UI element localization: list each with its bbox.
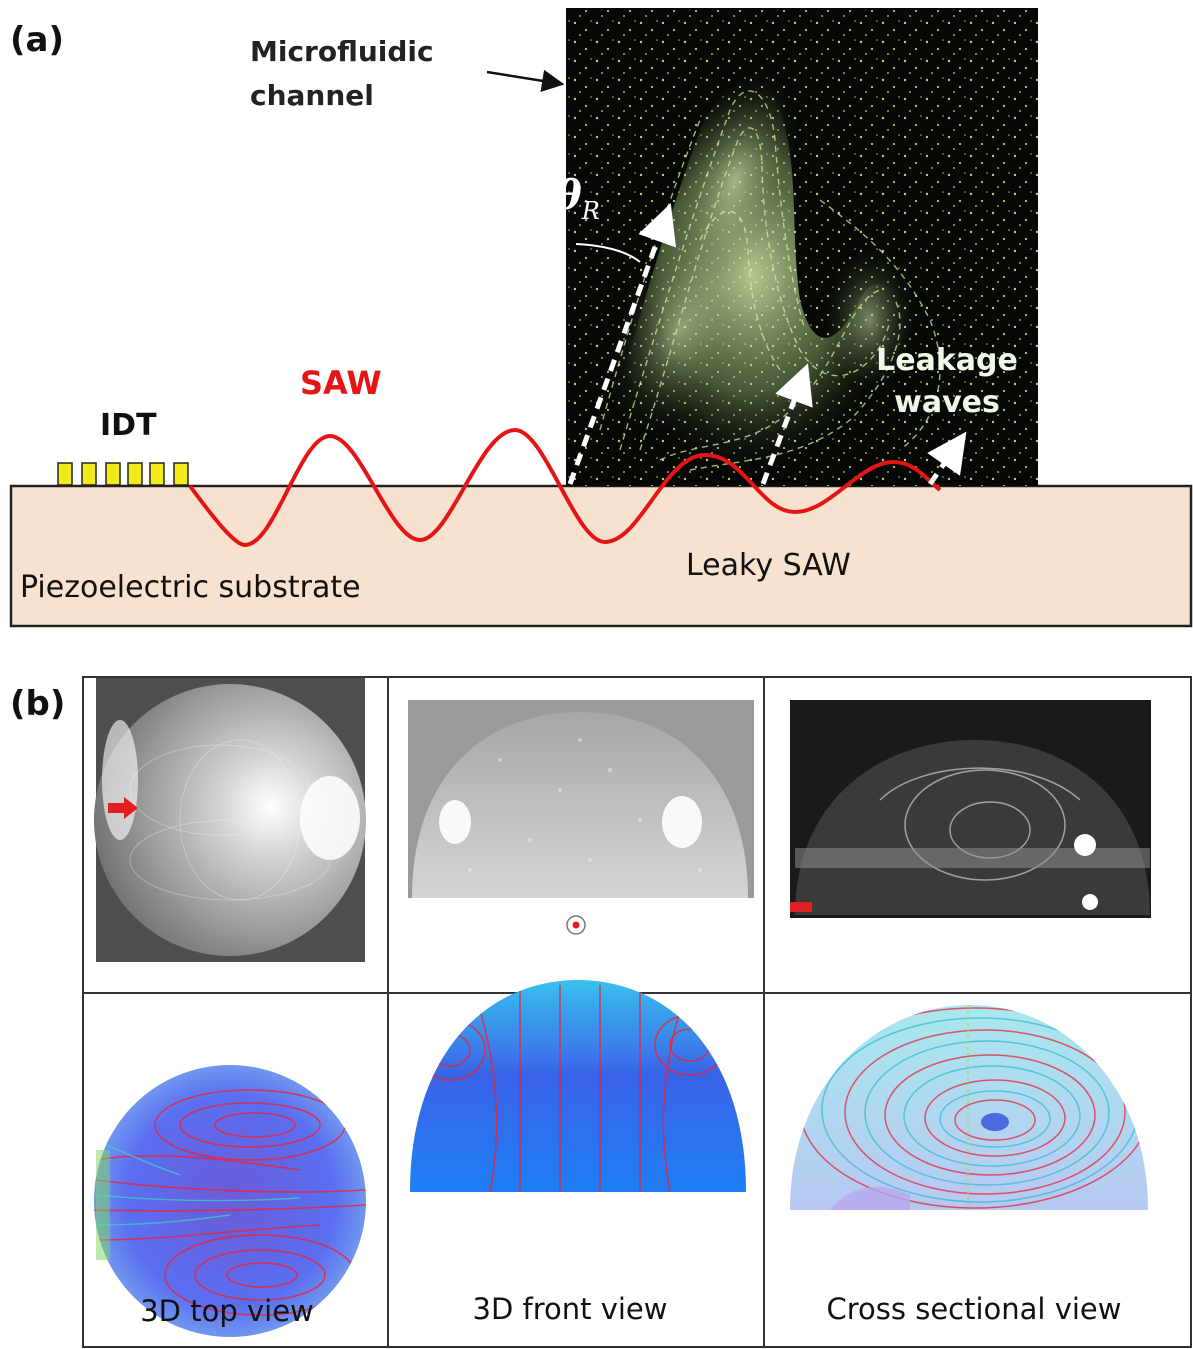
substrate-label: Piezoelectric substrate [20, 570, 361, 605]
idt-electrodes [57, 462, 189, 486]
theta-subscript: R [581, 197, 600, 225]
leakage-line1: Leakage [876, 343, 1018, 378]
saw-wave [188, 427, 942, 548]
red-arrow-icon [108, 797, 138, 819]
caption-cross-sectional-view: Cross sectional view [826, 1292, 1122, 1326]
theta-r-label: θR [555, 172, 600, 225]
leakage-line2: waves [894, 385, 1000, 420]
microfluidic-label-line2: channel [250, 79, 374, 112]
idt-label: IDT [100, 408, 157, 443]
theta-symbol: θ [555, 172, 582, 219]
saw-label: SAW [300, 364, 382, 402]
experiment-front-view-image [408, 700, 754, 935]
leaky-saw-label: Leaky SAW [686, 548, 851, 583]
leakage-wave-arrows [567, 203, 967, 486]
simulation-cross-sectional-view [790, 1005, 1148, 1210]
microfluidic-label-line1: Microfluidic [250, 35, 434, 68]
leakage-waves-label: Leakage waves [872, 340, 1022, 424]
experiment-top-view-image [94, 678, 366, 962]
caption-3d-top-view: 3D top view [140, 1294, 314, 1328]
simulation-3d-front-view [410, 980, 746, 1192]
channel-pointer-arrow [486, 69, 565, 92]
experiment-cross-section-image [790, 700, 1151, 918]
microfluidic-channel-image [566, 8, 1038, 486]
microfluidic-channel-label: Microfluidic channel [250, 30, 434, 118]
panel-a-letter: (a) [10, 20, 65, 60]
panel-a-diagram [9, 8, 1193, 628]
caption-3d-front-view: 3D front view [472, 1292, 668, 1326]
red-marker-icon [790, 902, 812, 912]
panel-b-letter: (b) [10, 684, 66, 724]
theta-angle-arc [575, 243, 641, 263]
